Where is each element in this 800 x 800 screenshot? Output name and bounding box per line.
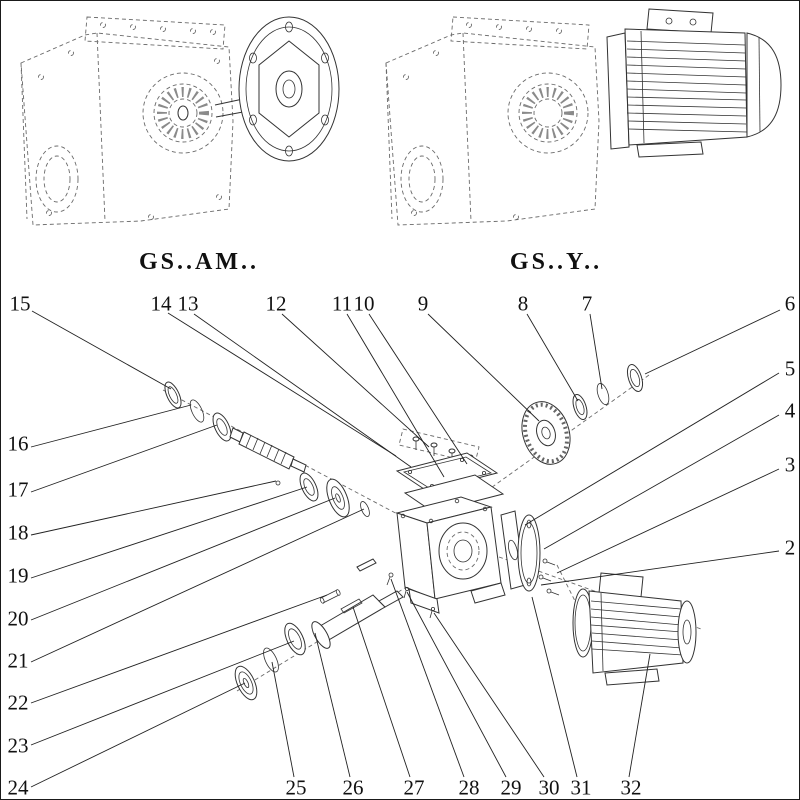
motor-drawing-top <box>606 8 782 158</box>
leader-line-10 <box>368 313 468 465</box>
flange-b5-drawing <box>238 16 340 162</box>
leader-line-15 <box>31 310 172 390</box>
callout-8: 8 <box>517 291 529 316</box>
leader-line-17 <box>30 424 218 493</box>
part-bearing-input <box>212 412 232 442</box>
part-worm-shaft <box>229 427 307 486</box>
leader-line-19 <box>30 486 308 579</box>
part-top-gasket <box>403 474 505 513</box>
callout-11: 11 <box>331 291 353 316</box>
leader-line-22 <box>30 594 328 704</box>
leader-line-26 <box>314 632 351 778</box>
leader-line-24 <box>30 682 246 788</box>
leader-line-9 <box>427 313 540 422</box>
leader-line-11 <box>346 313 445 478</box>
leader-line-5 <box>524 372 780 526</box>
callout-30: 30 <box>538 775 560 800</box>
part-motor <box>572 572 697 686</box>
callout-26: 26 <box>342 775 364 800</box>
callout-9: 9 <box>417 291 429 316</box>
part-washer-disc <box>326 478 350 518</box>
leader-line-2 <box>540 550 780 586</box>
leader-line-31 <box>531 596 578 778</box>
part-bolt-housing <box>386 572 394 586</box>
part-circlip-input <box>189 399 205 423</box>
callout-20: 20 <box>7 606 29 631</box>
part-helical-gear <box>521 401 571 465</box>
leader-line-8 <box>526 313 579 402</box>
callout-25: 25 <box>285 775 307 800</box>
callout-2: 2 <box>784 535 796 560</box>
callout-3: 3 <box>784 452 796 477</box>
leader-line-21 <box>30 508 365 663</box>
part-flange-bolts <box>538 558 576 602</box>
figure-gearbox-flange-variant <box>20 16 340 226</box>
callout-23: 23 <box>7 733 29 758</box>
leader-line-32 <box>628 653 651 778</box>
caption-motor-variant: GS..Y.. <box>509 249 603 275</box>
figure-gearbox-motor-variant <box>385 8 782 226</box>
part-circlip-gear <box>596 383 610 405</box>
callout-7: 7 <box>581 291 593 316</box>
part-bearing-worm <box>299 472 319 502</box>
part-top-cover <box>395 452 499 492</box>
part-ring-end <box>626 364 644 392</box>
leader-line-20 <box>30 497 336 621</box>
part-housing <box>395 496 506 614</box>
callout-14: 14 <box>150 291 172 316</box>
callout-32: 32 <box>620 775 642 800</box>
callout-27: 27 <box>403 775 425 800</box>
callout-6: 6 <box>784 291 796 316</box>
leader-line-4 <box>543 414 780 550</box>
leader-line-29 <box>406 591 507 778</box>
part-bearing-output <box>284 622 306 656</box>
part-key <box>356 558 377 572</box>
leader-line-18 <box>30 480 277 536</box>
part-pin-lower <box>429 607 435 619</box>
callout-5: 5 <box>784 356 796 381</box>
callout-31: 31 <box>570 775 592 800</box>
part-output-shaft <box>311 590 404 649</box>
callout-22: 22 <box>7 690 29 715</box>
leader-line-6 <box>644 309 781 375</box>
part-output-cover-flange <box>517 514 541 592</box>
leader-line-25 <box>271 661 295 778</box>
part-small-ring <box>360 501 370 517</box>
callout-4: 4 <box>784 398 796 423</box>
callout-18: 18 <box>7 520 29 545</box>
part-pin-small <box>403 587 409 599</box>
callout-21: 21 <box>7 648 29 673</box>
callout-17: 17 <box>7 477 29 502</box>
leader-line-3 <box>556 468 780 574</box>
leader-line-16 <box>30 404 192 448</box>
leader-line-23 <box>30 640 295 746</box>
caption-flange-variant: GS..AM.. <box>139 249 259 275</box>
leader-line-7 <box>589 313 603 390</box>
exploded-assembly <box>162 364 702 701</box>
callout-13: 13 <box>177 291 199 316</box>
leader-line-27 <box>352 606 411 778</box>
part-washer-gear <box>572 393 588 421</box>
leader-line-14 <box>167 312 397 457</box>
leader-line-12 <box>281 313 430 448</box>
callout-24: 24 <box>7 775 29 800</box>
part-seal-ring-input <box>164 381 182 409</box>
part-circlip-output <box>263 647 279 673</box>
leader-line-13 <box>193 313 412 468</box>
callout-15: 15 <box>9 291 31 316</box>
callout-16: 16 <box>7 431 29 456</box>
callout-19: 19 <box>7 563 29 588</box>
leader-lines <box>30 309 781 788</box>
leader-line-30 <box>433 612 545 778</box>
leader-line-28 <box>390 578 465 778</box>
callout-28: 28 <box>458 775 480 800</box>
part-oil-seal-output <box>234 665 258 701</box>
callout-29: 29 <box>500 775 522 800</box>
callout-12: 12 <box>265 291 287 316</box>
callout-10: 10 <box>353 291 375 316</box>
